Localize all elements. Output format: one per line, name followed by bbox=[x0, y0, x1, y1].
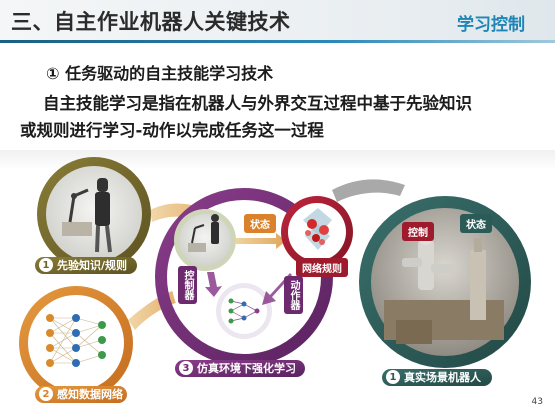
chip-sim-state: 状态 bbox=[244, 214, 276, 233]
chip-real-state: 状态 bbox=[460, 214, 492, 233]
arrow-sim-state bbox=[236, 233, 286, 249]
sim-robot-photo bbox=[179, 214, 231, 266]
node1-text: 先验知识/规则 bbox=[57, 259, 128, 272]
chip-sim-action: 动作器 bbox=[284, 276, 303, 314]
section-tag: 学习控制 bbox=[457, 15, 525, 35]
node3-number: 3 bbox=[179, 361, 193, 375]
sim-robot-image bbox=[188, 214, 219, 252]
robot-arm-teaching-image bbox=[62, 178, 112, 253]
chip-real-control: 控制 bbox=[402, 222, 434, 241]
arrow-sim-to-real bbox=[332, 179, 405, 202]
slide-header: 三、自主作业机器人关键技术 学习控制 bbox=[0, 0, 555, 40]
divider-shadow bbox=[0, 150, 555, 170]
node4-text: 真实场景机器人 bbox=[404, 371, 481, 384]
neural-network-image bbox=[46, 314, 106, 367]
chip-policy: 网络规则 bbox=[296, 258, 348, 277]
node3-text: 仿真环境下强化学习 bbox=[197, 362, 296, 375]
node2-number: 2 bbox=[39, 387, 53, 401]
paragraph-line-1: 自主技能学习是指在机器人与外界交互过程中基于先验知识 bbox=[43, 94, 472, 113]
slide-title: 三、自主作业机器人关键技术 bbox=[11, 10, 291, 34]
chip-sim-control: 控制器 bbox=[178, 266, 197, 304]
node1-label: 1 先验知识/规则 bbox=[35, 256, 135, 274]
node1-label-pill bbox=[35, 257, 137, 274]
arrow-sim-control bbox=[205, 272, 222, 297]
node3-label-pill bbox=[175, 360, 305, 377]
real-robot-image bbox=[384, 231, 504, 344]
node2-text: 感知数据网络 bbox=[57, 388, 123, 401]
header-background bbox=[0, 0, 555, 40]
sim-network-inner bbox=[221, 288, 267, 334]
paragraph: 自主技能学习是指在机器人与外界交互过程中基于先验知识 或规则进行学习-动作以完成… bbox=[20, 90, 540, 144]
node4-label: 1 真实场景机器人 bbox=[382, 368, 489, 386]
small-network-icon bbox=[228, 298, 260, 324]
paragraph-line-2: 或规则进行学习-动作以完成任务这一过程 bbox=[20, 121, 324, 140]
page-number: 43 bbox=[531, 397, 543, 407]
perception-inner bbox=[28, 295, 124, 391]
node4-label-pill bbox=[382, 369, 492, 386]
header-rule bbox=[0, 40, 555, 43]
prior-knowledge-photo bbox=[46, 166, 142, 262]
subtitle: ① 任务驱动的自主技能学习技术 bbox=[46, 64, 274, 83]
node2-label-pill bbox=[35, 386, 127, 403]
node1-number: 1 bbox=[39, 258, 53, 272]
node2-label: 2 感知数据网络 bbox=[35, 385, 131, 403]
node3-label: 3 仿真环境下强化学习 bbox=[175, 359, 304, 377]
node4-number: 1 bbox=[386, 370, 400, 384]
policy-visualization bbox=[303, 208, 332, 250]
